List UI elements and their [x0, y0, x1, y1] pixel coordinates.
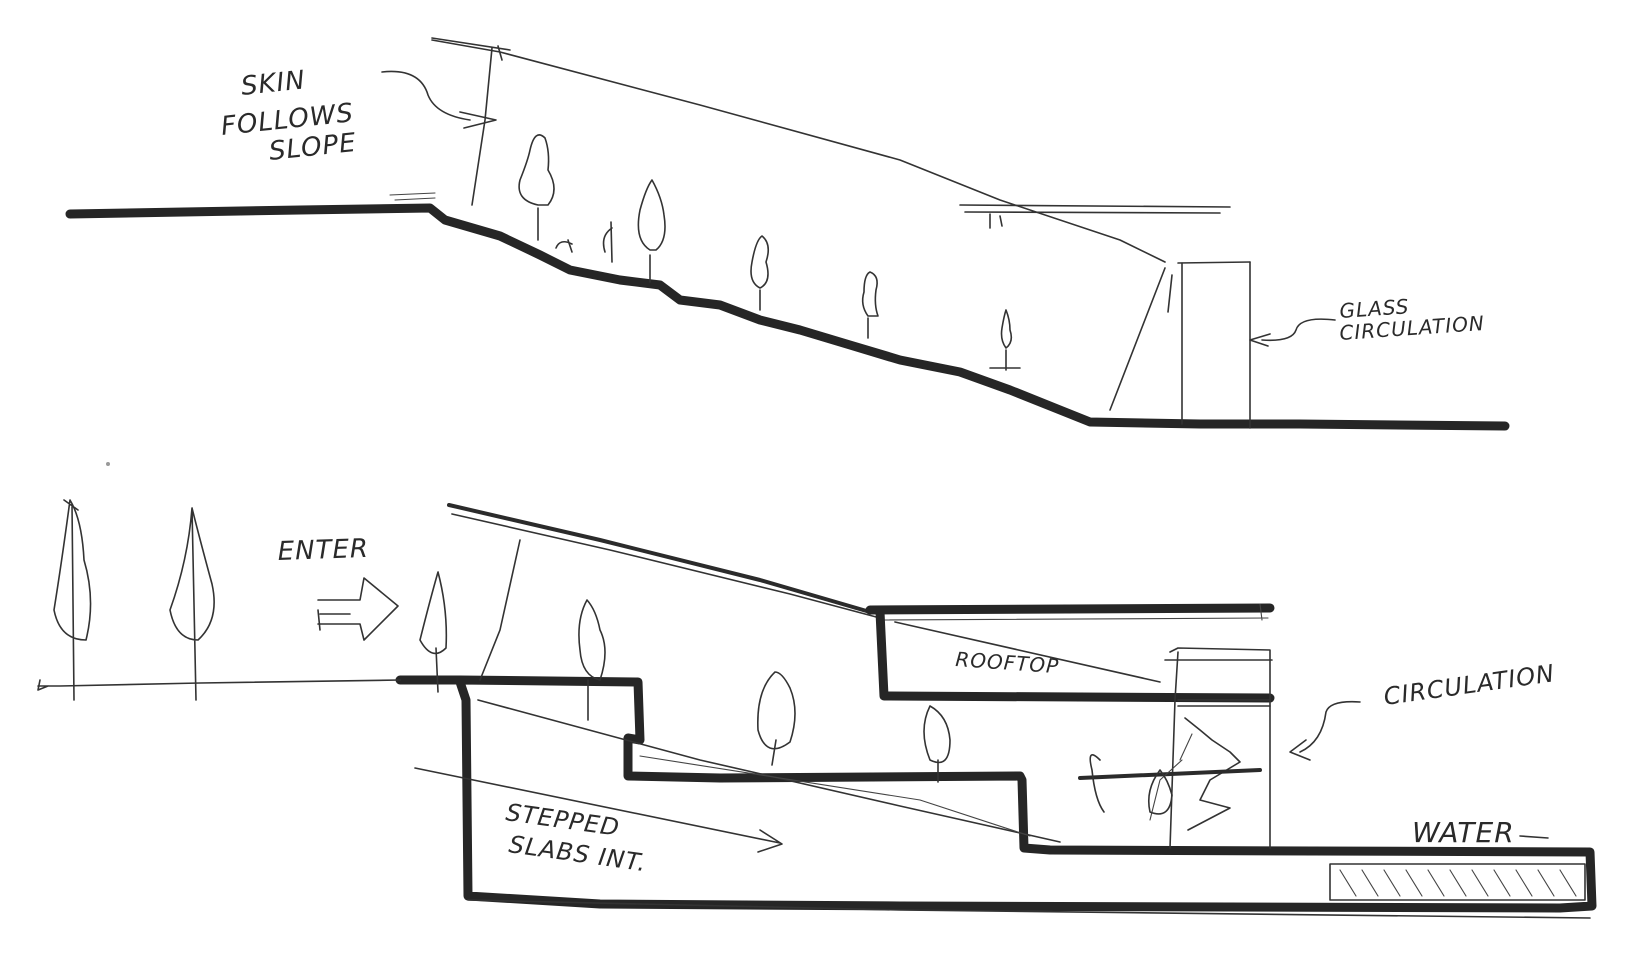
figure	[578, 599, 606, 721]
label-glass: GLASS	[1339, 294, 1411, 323]
lower-base-edge	[467, 899, 1591, 919]
glass-leader-arrow	[1249, 318, 1336, 347]
tree	[518, 134, 555, 241]
lower-upper-slab	[865, 603, 1275, 615]
lower-skin-line	[479, 539, 521, 681]
tree	[989, 309, 1021, 371]
rooftop-box	[875, 607, 1275, 703]
figure	[419, 571, 448, 693]
upper-skin-top-tick	[431, 37, 511, 61]
rooftop-slope-line	[894, 621, 1161, 683]
tree	[169, 507, 215, 701]
upper-section	[65, 37, 1510, 431]
figure	[1089, 754, 1105, 813]
entry-ground-line	[37, 679, 401, 691]
exterior-trees	[53, 499, 215, 701]
tree	[53, 499, 92, 701]
figure	[923, 705, 951, 783]
circulation-tower	[1078, 647, 1273, 849]
upper-trees	[518, 134, 1021, 371]
enter-arrow	[317, 577, 399, 641]
upper-skin-vertical	[471, 47, 493, 206]
label-water: WATER	[1412, 816, 1515, 849]
label-enter: ENTER	[277, 534, 369, 567]
interior-slope-line-2	[639, 755, 1031, 837]
stepped-arrow	[414, 767, 783, 853]
interior-slope-line	[477, 699, 1061, 843]
paper-speck	[106, 462, 110, 466]
labels: SKIN FOLLOWS SLOPE GLASS CIRCULATION ENT…	[220, 65, 1557, 877]
skin-leader-arrow	[381, 70, 497, 129]
label-circulation: CIRCULATION	[1382, 659, 1557, 711]
upper-glass-tower	[1109, 261, 1251, 429]
upper-ledge-hatch	[389, 192, 436, 201]
tree	[637, 179, 666, 283]
figure	[757, 671, 796, 766]
lower-interior-figures	[419, 571, 1173, 815]
upper-skin-line	[431, 39, 1166, 263]
upper-mid-ledger	[959, 204, 1231, 229]
water-hatch	[1329, 835, 1586, 901]
tree	[750, 235, 770, 311]
lower-upper-slab-under	[879, 603, 1269, 621]
figure	[1147, 769, 1173, 815]
label-rooftop: ROOFTOP	[955, 647, 1060, 678]
tree	[602, 221, 613, 263]
stepped-slabs	[395, 675, 1597, 913]
lower-roof-edge	[451, 513, 881, 619]
shrub	[555, 239, 573, 253]
circulation-leader	[1289, 700, 1361, 761]
label-slabs-int: SLABS INT.	[507, 830, 648, 877]
label-skin: SKIN	[240, 65, 307, 102]
tree	[861, 271, 879, 339]
lower-sloped-roof	[447, 503, 872, 614]
upper-ground-line	[65, 203, 1510, 431]
lower-section	[37, 499, 1597, 919]
